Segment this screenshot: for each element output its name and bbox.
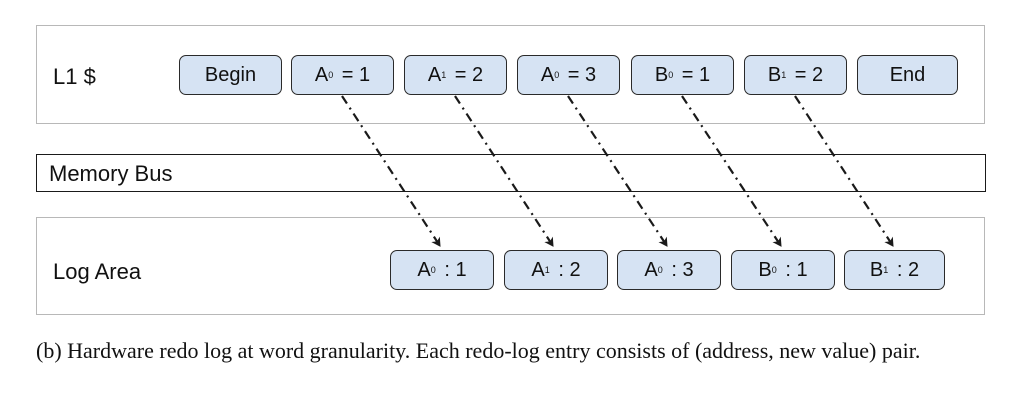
memory-bus-label: Memory Bus [49,161,173,186]
memory-bus [36,154,986,192]
log-entry-var: A [644,258,658,281]
log-entry-value: : 1 [779,258,808,281]
log-entry-subscript: 0 [771,265,777,275]
log-entry-subscript: 1 [883,265,889,275]
l1-entry-var: B [654,63,669,86]
l1-entry-var: B [767,63,782,86]
log-entry-subscript: 1 [544,265,550,275]
log-entry-var: B [758,258,772,281]
l1-entry-end: End [857,55,958,95]
figure-caption: (b) Hardware redo log at word granularit… [36,338,921,363]
l1-entry-value: = 1 [336,63,371,86]
log-entry-var: B [869,258,884,281]
log-entry-value: : 1 [438,258,467,281]
log-entry-value: : 3 [665,258,694,281]
l1-entry-var: A [540,63,555,86]
l1-entry-subscript: 0 [328,70,334,80]
l1-entry-value: = 2 [449,63,484,86]
log-entry-value: : 2 [891,258,920,281]
l1-entry-text: Begin [204,63,257,86]
l1-entry-subscript: 1 [441,70,447,80]
l1-entry-text: End [889,63,926,86]
log-entry-var: A [531,258,545,281]
l1-entry-value: = 1 [676,63,711,86]
log-entry-subscript: 0 [430,265,436,275]
l1-entry-var: A [427,63,442,86]
l1-entry-value: = 3 [562,63,597,86]
l1-entry-subscript: 0 [554,70,560,80]
l1-entry-var: A [314,63,329,86]
log-entry-subscript: 0 [657,265,663,275]
l1-entry-value: = 2 [789,63,824,86]
l1-entry-subscript: 0 [668,70,674,80]
log-entry-value: : 2 [552,258,581,281]
log-entry-var: A [417,258,431,281]
log-area-label: Log Area [53,259,142,284]
l1-entry-subscript: 1 [781,70,787,80]
l1-cache-label: L1 $ [53,64,96,89]
l1-entry-begin: Begin [179,55,282,95]
